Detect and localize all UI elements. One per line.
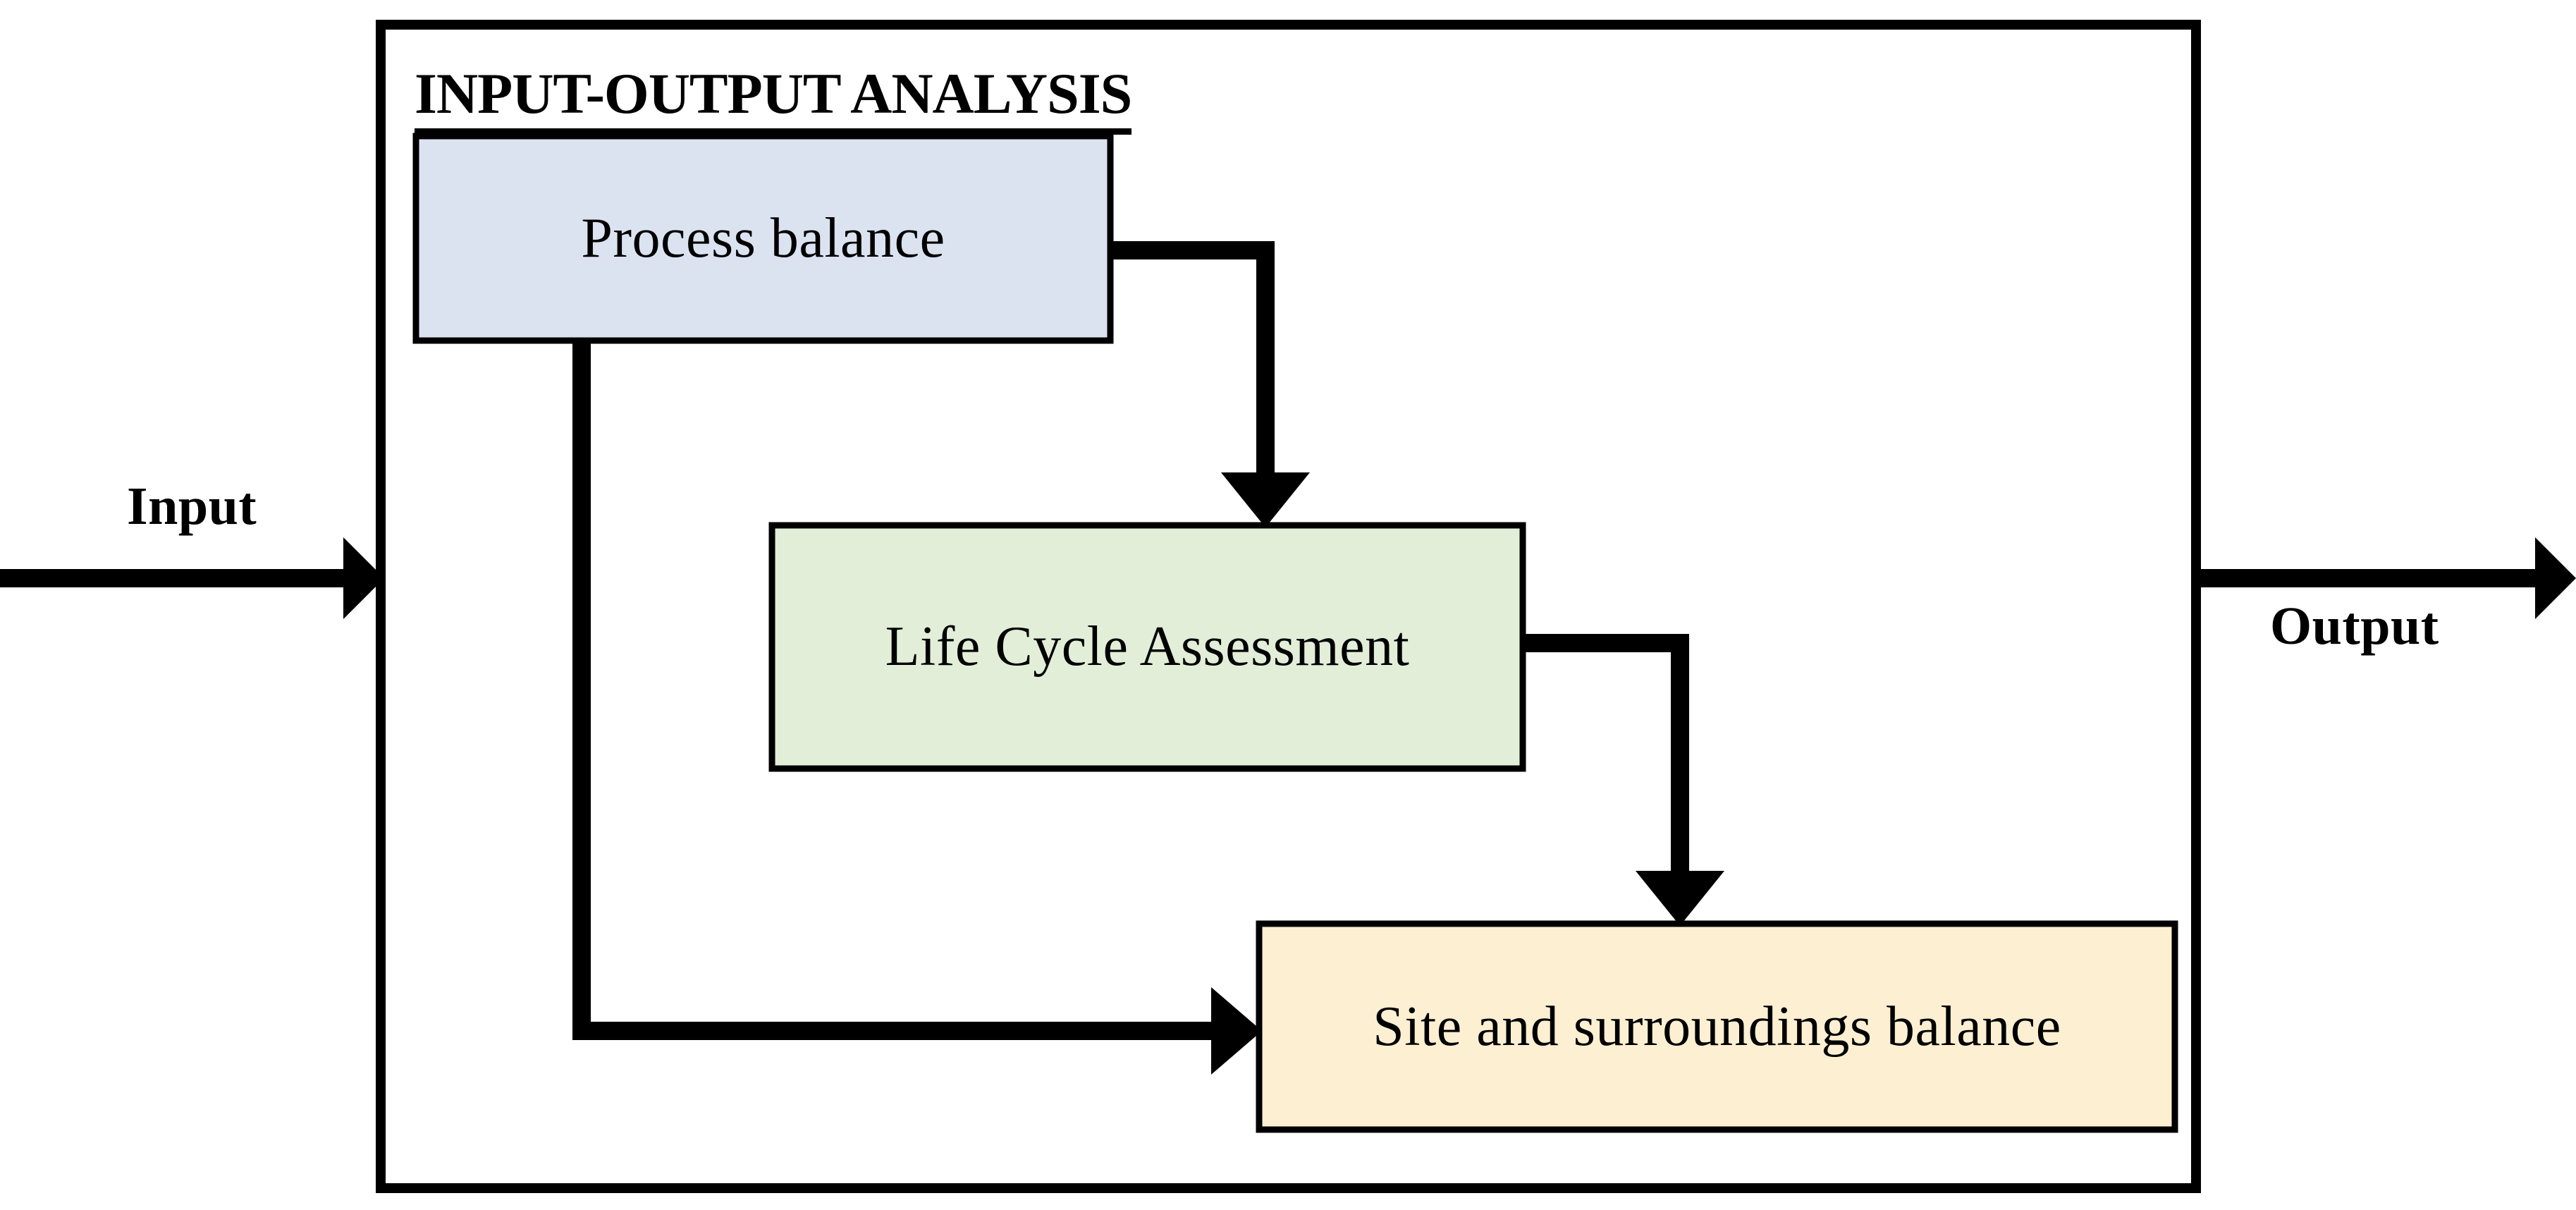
edge-process-to-lca (1110, 241, 1310, 527)
edge-process-to-site (572, 341, 1262, 1075)
node-site-and-surroundings-balance[interactable] (1256, 920, 2178, 1133)
node-process-balance[interactable] (412, 133, 1114, 344)
output-label: Output (2270, 597, 2439, 656)
input-label: Input (127, 477, 257, 536)
output-arrow (2196, 537, 2576, 619)
input-output-analysis-frame (376, 20, 2201, 1193)
page-title: INPUT-OUTPUT ANALYSIS (415, 65, 1132, 135)
node-life-cycle-assessment[interactable] (768, 522, 1526, 772)
input-arrow (0, 537, 384, 619)
edge-lca-to-site (1523, 634, 1724, 926)
